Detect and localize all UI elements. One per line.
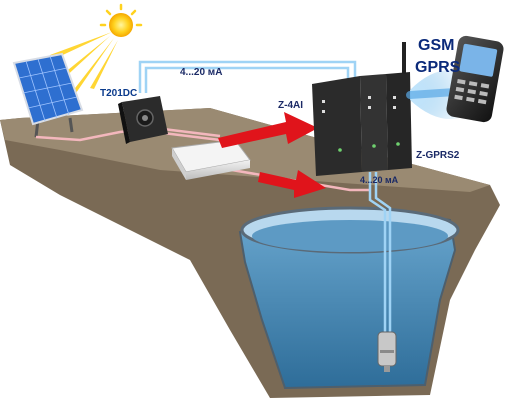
gprs-label: GPRS: [415, 59, 461, 76]
red-arrow-lower: [258, 170, 326, 198]
gsm-label: GSM: [418, 37, 454, 54]
t201dc-transmitter: T201DC: [100, 88, 168, 144]
water-surface: [252, 220, 448, 252]
red-arrow-upper: [218, 112, 318, 148]
solar-panel-icon: [12, 52, 84, 138]
z4ai-label: Z-4AI: [278, 100, 303, 111]
submersible-sensor-icon: [377, 331, 397, 372]
sun-icon: [50, 3, 143, 93]
din-modules: [312, 42, 412, 176]
current-loop-label-well: 4...20 мА: [360, 175, 399, 185]
smartphone-icon: [446, 35, 504, 123]
signal-wires: [138, 60, 392, 365]
current-loop-label-top: 4...20 мА: [180, 67, 222, 78]
zgprs2-label: Z-GPRS2: [416, 150, 460, 161]
terminal-box: [171, 139, 251, 180]
t201dc-label: T201DC: [100, 88, 137, 99]
antenna-icon: [402, 42, 406, 74]
